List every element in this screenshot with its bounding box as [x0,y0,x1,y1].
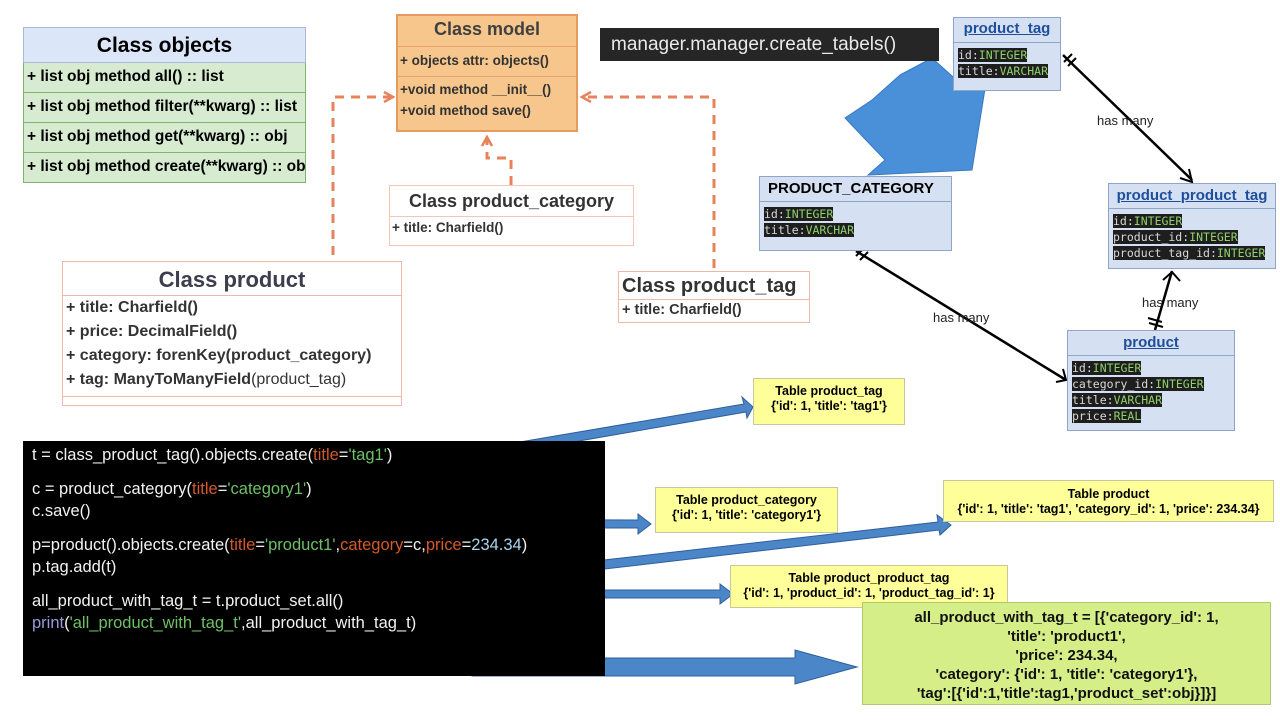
code-panel: t = class_product_tag().objects.create(t… [23,441,605,676]
table-product-tag-note: Table product_tag {'id': 1, 'title': 'ta… [753,378,905,425]
er-table-title: product [1068,331,1234,356]
table-note-row: {'id': 1, 'title': 'tag1'} [771,399,887,413]
class-model-box: Class model + objects attr: objects() +v… [396,14,578,132]
er-column: category_id:INTEGER [1072,377,1204,391]
result-line: 'tag':[{'id':1,'title':tag1,'product_set… [916,685,1217,702]
class-model-title: Class model [398,16,576,47]
er-table-title: PRODUCT_CATEGORY [760,177,951,202]
class-objects-method: + list obj method all() :: list [23,63,306,93]
arrow-to-table-product [594,513,952,571]
class-model-method: +void method save() [400,103,531,118]
class-model-method: +void method __init__() [400,82,552,97]
class-product-tag-attr: + tag: ManyToManyField(product_tag) [63,368,401,392]
table-note-title: Table product_tag [775,384,883,398]
result-line: 'price': 234.34, [1015,647,1118,664]
manager-create-tables-label: manager.manager.create_tabels() [600,28,939,61]
class-product-category-title: Class product_category [390,186,633,217]
er-column: price:REAL [1072,409,1142,423]
class-product-category-attr: + title: Charfield() [392,220,504,235]
class-product-attr: + category: forenKey(product_category) [66,347,372,364]
er-column: product_id:INTEGER [1113,230,1238,244]
er-table-product-product-tag: product_product_tag id:INTEGER product_i… [1108,183,1276,269]
class-product-tag-title: Class product_tag [619,272,809,300]
table-product-note: Table product {'id': 1, 'title': 'tag1',… [943,480,1274,522]
table-product-category-note: Table product_category {'id': 1, 'title'… [655,487,838,533]
result-line: all_product_with_tag_t = [{'category_id'… [914,609,1219,626]
class-product-attr: + price: DecimalField() [66,323,238,340]
has-many-label: has many [1142,295,1199,310]
table-note-row: {'id': 1, 'title': 'category1'} [671,508,822,522]
table-note-row: {'id': 1, 'title': 'tag1', 'category_id'… [957,502,1260,516]
code-line: p=product().objects.create(title='produc… [32,536,528,554]
code-line: t = class_product_tag().objects.create(t… [32,446,393,464]
class-product-title: Class product [63,262,401,296]
er-table-title: product_product_tag [1109,184,1275,209]
result-line: 'category': {'id': 1, 'title': 'category… [935,666,1198,683]
class-product-divider [63,396,401,397]
code-line: p.tag.add(t) [32,558,117,576]
class-objects-box: Class objects + list obj method all() ::… [23,27,306,183]
class-product-tag-box: Class product_tag + title: Charfield() [618,271,810,323]
er-table-product: product id:INTEGER category_id:INTEGER t… [1067,330,1235,431]
class-objects-method: + list obj method create(**kwarg) :: obj [23,153,306,183]
er-column: id:INTEGER [958,48,1028,62]
query-result-box: all_product_with_tag_t = [{'category_id'… [862,602,1271,705]
code-line: c = product_category(title='category1') [32,480,312,498]
class-product-attr: + title: Charfield() [66,299,199,316]
tag-inherits-model-edge [582,97,716,268]
er-table-product-tag: product_tag id:INTEGER title:VARCHAR [953,17,1061,91]
er-edge-category-to-product [855,249,1067,382]
category-inherits-model-edge [487,137,513,185]
product-inherits-model-edge [331,97,393,255]
code-line: all_product_with_tag_t = t.product_set.a… [32,592,344,610]
has-many-label: has many [1097,113,1154,128]
tag-attr-arg: (product_tag) [251,371,347,388]
class-product-category-box: Class product_category + title: Charfiel… [389,185,634,246]
er-column: id:INTEGER [1072,361,1142,375]
er-column: title:VARCHAR [764,223,855,237]
class-product-box: Class product + title: Charfield() + pri… [62,261,402,406]
er-edge-tag-to-ppt [1062,54,1193,181]
er-table-title: product_tag [954,18,1060,43]
er-column: title:VARCHAR [958,64,1049,78]
table-note-title: Table product_category [676,493,817,507]
class-objects-method: + list obj method filter(**kwarg) :: lis… [23,93,306,123]
class-objects-method: + list obj method get(**kwarg) :: obj [23,123,306,153]
class-product-tag-attr: + title: Charfield() [622,302,742,318]
er-table-product-category: PRODUCT_CATEGORY id:INTEGER title:VARCHA… [759,176,952,251]
tag-attr-text: + tag: ManyToManyField [66,371,252,388]
table-note-row: {'id': 1, 'product_id': 1, 'product_tag_… [743,586,995,600]
class-model-attr: + objects attr: objects() [398,47,576,77]
code-line: print('all_product_with_tag_t',all_produ… [32,614,417,632]
er-column: id:INTEGER [1113,214,1183,228]
table-note-title: Table product [1067,487,1150,501]
er-column: title:VARCHAR [1072,393,1163,407]
code-line: c.save() [32,502,91,520]
er-column: id:INTEGER [764,207,834,221]
has-many-label: has many [933,310,990,325]
create-tables-arrow [844,57,989,176]
er-column: product_tag_id:INTEGER [1113,246,1266,260]
table-note-title: Table product_product_tag [788,571,950,585]
result-line: 'title': 'product1', [1007,628,1126,645]
class-objects-title: Class objects [23,27,306,63]
